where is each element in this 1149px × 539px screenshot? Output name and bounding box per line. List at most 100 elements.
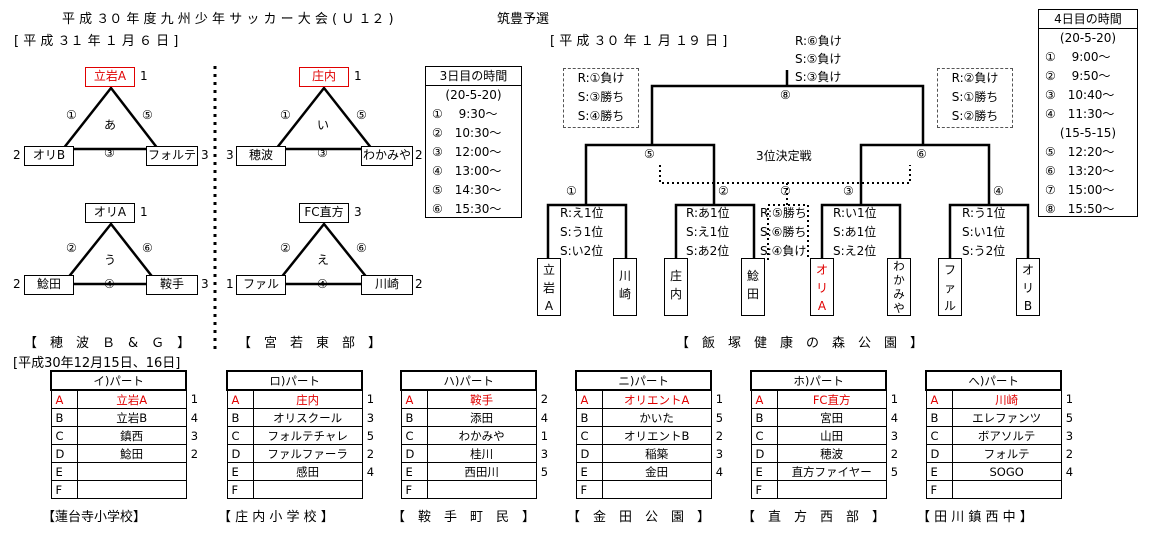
day3-row: ① 9:30～ [432, 107, 498, 121]
part-rank: 2 [890, 446, 899, 461]
part-slot: E [226, 462, 254, 481]
day4-row: ④ 11:30～ [1045, 107, 1115, 121]
bracket-team: 川崎 [613, 258, 637, 316]
part-team: 金田 [601, 462, 712, 481]
day4-row: ② 9:50～ [1045, 69, 1111, 83]
part-team: 山田 [776, 426, 887, 445]
part-slot: D [575, 444, 603, 463]
part-rank: 3 [190, 428, 199, 443]
part-slot: F [50, 480, 78, 499]
part-rank [1061, 481, 1079, 499]
match-5-label: ⑤ [644, 147, 655, 161]
group-i-top-team: 庄内 [299, 67, 349, 87]
group-a-match-right: ⑤ [142, 108, 153, 122]
day2-date: [平成30年12月15日、16日] [13, 356, 181, 371]
group-e-top-team: FC直方 [299, 203, 349, 223]
part-slot: B [925, 408, 953, 427]
part-team: 庄内 [252, 389, 363, 409]
part-team: フォルテ [951, 444, 1062, 463]
part-slot: F [226, 480, 254, 499]
group-u-left-rank: 2 [13, 277, 21, 291]
group-e-match-right: ⑥ [356, 241, 367, 255]
part-rank [711, 481, 729, 499]
part-team: エレファンツ [951, 408, 1062, 427]
group-e-left-team: ファル [236, 275, 286, 295]
part-rank: 1 [540, 428, 549, 443]
group-i-left-rank: 3 [226, 148, 234, 162]
part-slot: A [575, 389, 603, 409]
group-a-match-bottom: ③ [104, 146, 115, 160]
part-rank [186, 463, 204, 481]
part-slot: B [400, 408, 428, 427]
day4-date: [ 平 成 ３０ 年 １ 月 １９ 日 ] [550, 34, 728, 49]
part-title: ロ)パート [225, 370, 364, 391]
part-rank: 2 [540, 392, 549, 407]
right-semifinal-seeding: R:②負け S:①勝ち S:②勝ち [937, 68, 1013, 128]
part-slot: C [575, 426, 603, 445]
part-rank [886, 481, 904, 499]
day4-row: ① 9:00～ [1045, 50, 1111, 64]
part-rank: 1 [1065, 392, 1074, 407]
part-rank: 4 [715, 464, 724, 479]
group-a-left-rank: 2 [13, 148, 21, 162]
part-rank [536, 481, 554, 499]
group-e-left-rank: 1 [226, 277, 234, 291]
match-8-label: ⑧ [780, 88, 791, 102]
group-e-right-team: 川崎 [361, 275, 413, 295]
day3-row: ⑤ 14:30～ [432, 183, 502, 197]
part-title: ニ)パート [574, 370, 713, 391]
part-team [951, 480, 1062, 499]
bracket-team: わかみや [887, 258, 911, 316]
part-slot: F [750, 480, 778, 499]
page-subtitle: 筑豊予選 [497, 12, 550, 27]
part-team [76, 480, 187, 499]
part-slot: A [925, 389, 953, 409]
group-i-label: い [317, 118, 330, 132]
part-team: 鯰田 [76, 444, 187, 463]
part-team: ファルファーラ [252, 444, 363, 463]
part-slot: F [925, 480, 953, 499]
part-team [76, 462, 187, 481]
part-rank [362, 481, 380, 499]
match-4-label: ④ [993, 184, 1004, 198]
part-slot: E [575, 462, 603, 481]
part-team: 立岩A [76, 389, 187, 409]
part-slot: A [400, 389, 428, 409]
part-slot: C [50, 426, 78, 445]
part-team: フォルテチャレ [252, 426, 363, 445]
part-slot: D [750, 444, 778, 463]
part-rank: 3 [1065, 428, 1074, 443]
part-rank: 5 [540, 464, 549, 479]
day3-format: (20-5-20) [445, 88, 502, 102]
part-slot: B [226, 408, 254, 427]
part-rank: 3 [540, 446, 549, 461]
part-venue: 【 直 方 西 部 】 [742, 510, 886, 525]
group-i-right-team: わかみや [361, 146, 413, 166]
day4-row: ③ 10:40～ [1045, 88, 1115, 102]
part-rank: 2 [715, 428, 724, 443]
day4-row: ⑤ 12:20～ [1045, 145, 1115, 159]
part-rank: 4 [1065, 464, 1074, 479]
part-title: へ)パート [924, 370, 1063, 391]
day4-row: ⑦ 15:00～ [1045, 183, 1115, 197]
group-e-label: え [317, 253, 330, 267]
group-e-match-left: ② [280, 241, 291, 255]
group-u-right-team: 鞍手 [146, 275, 198, 295]
part-venue: 【 鞍 手 町 民 】 [392, 510, 536, 525]
group-e-right-rank: 2 [415, 277, 423, 291]
group-a-right-team: フォルテ [146, 146, 198, 166]
part-rank: 4 [366, 464, 375, 479]
part-rank: 3 [890, 428, 899, 443]
match-2-label: ② [718, 184, 729, 198]
group-a-left-team: オリB [24, 146, 74, 166]
group-a-match-left: ① [66, 108, 77, 122]
part-rank: 3 [366, 410, 375, 425]
day3-row: ⑥ 15:30～ [432, 202, 502, 216]
day4-row: ⑧ 15:50～ [1045, 202, 1115, 216]
